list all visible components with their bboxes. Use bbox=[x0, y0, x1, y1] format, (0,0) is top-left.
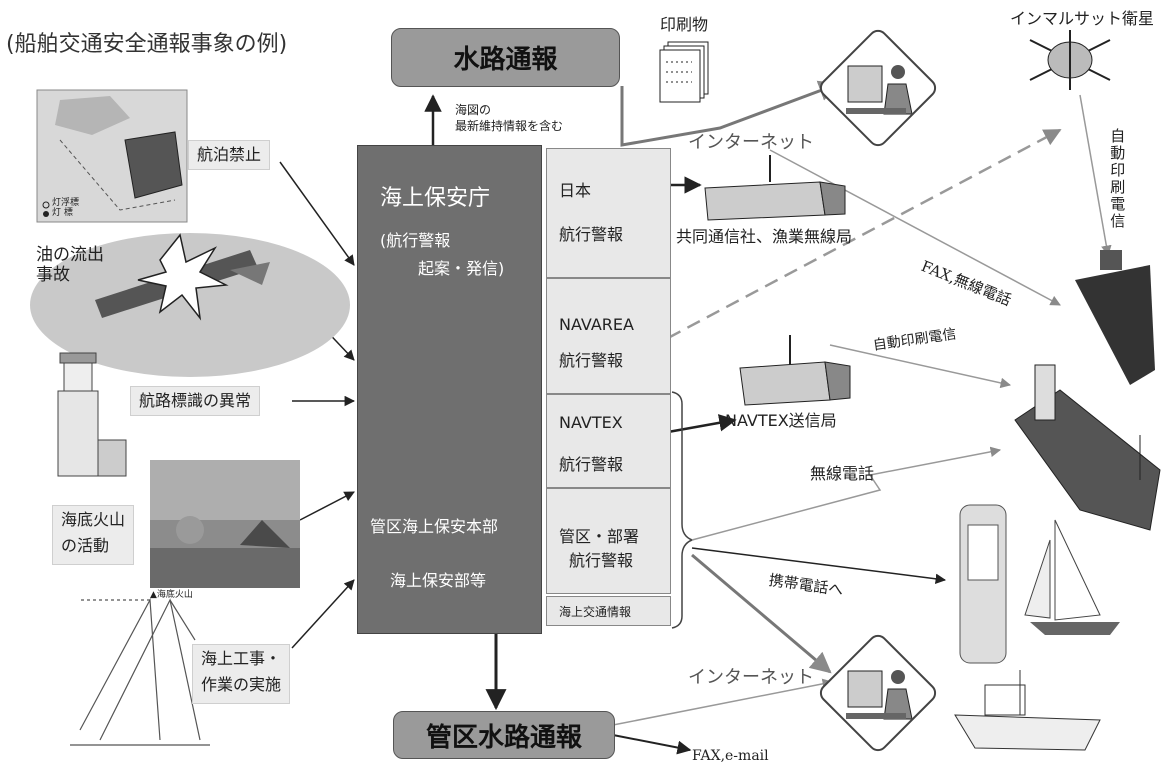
construction-image bbox=[70, 597, 210, 746]
line-internet-fax bbox=[769, 149, 1061, 306]
cargo-ship-image bbox=[1014, 364, 1161, 531]
line-station-ship bbox=[829, 344, 1012, 389]
internet-label-bottom: インターネット bbox=[688, 667, 814, 688]
notice-to-mariners-box: 水路通報 bbox=[391, 28, 620, 87]
navtex-station-label: NAVTEX送信局 bbox=[725, 411, 837, 430]
auto-telex-vertical-label: 自動印刷電信 bbox=[1108, 128, 1127, 230]
passenger-ship-image bbox=[1075, 250, 1155, 385]
event-label-construction-2: 作業の実施 bbox=[201, 675, 282, 694]
line-regional-internet bbox=[612, 678, 834, 726]
panel-navarea-warning: NAVAREA 航行警報 bbox=[546, 278, 671, 394]
arrow-construction bbox=[291, 579, 355, 649]
coast-guard-sub1: (航行警報 bbox=[380, 231, 451, 250]
coast-guard-box: 海上保安庁 (航行警報 起案・発信) 管区海上保安本部 海上保安部等 bbox=[357, 145, 542, 634]
arrow-navtex-station bbox=[667, 414, 737, 434]
panel-traffic-info: 海上交通情報 bbox=[546, 596, 671, 626]
sailboat-image bbox=[1024, 519, 1120, 635]
panel-navarea-1: NAVAREA bbox=[559, 315, 634, 334]
anchorage-map-image bbox=[36, 89, 188, 223]
panel-japan-1: 日本 bbox=[559, 181, 592, 200]
panel-navarea-2: 航行警報 bbox=[559, 351, 624, 370]
panel-regional-1: 管区・部署 bbox=[559, 527, 640, 546]
lighthouse-image bbox=[57, 352, 127, 477]
event-label-oil-2: 事故 bbox=[36, 265, 70, 285]
fax-email-label: FAX,e-mail bbox=[692, 748, 769, 764]
oil-spill-image bbox=[30, 233, 350, 377]
panel-navtex-warning: NAVTEX 航行警報 bbox=[546, 394, 671, 488]
panel-regional-warning: 管区・部署 航行警報 bbox=[546, 488, 671, 594]
map-label-buoy: 灯浮標 bbox=[52, 198, 80, 208]
event-label-anchorage: 航泊禁止 bbox=[188, 140, 271, 170]
internet-label-top: インターネット bbox=[688, 132, 814, 153]
coast-guard-sub2: 起案・発信) bbox=[418, 259, 505, 278]
computer-top-image bbox=[815, 25, 941, 151]
printed-matter-label: 印刷物 bbox=[660, 15, 709, 34]
panel-japan-warning: 日本 航行警報 bbox=[546, 148, 671, 278]
event-label-volcano-1: 海底火山 bbox=[61, 510, 126, 529]
panel-navtex-2: 航行警報 bbox=[559, 455, 624, 474]
event-label-volcano-2: の活動 bbox=[61, 536, 110, 555]
diagram-caption: (船舶交通安全通報事象の例) bbox=[6, 32, 288, 57]
computer-user-bottom-icon bbox=[846, 670, 913, 720]
panel-japan-2: 航行警報 bbox=[559, 225, 624, 244]
regional-notice-box: 管区水路通報 bbox=[393, 711, 615, 759]
inmarsat-label: インマルサット衛星 bbox=[1010, 9, 1155, 28]
map-label-beacon: 灯 標 bbox=[52, 208, 73, 218]
panel-traffic-label: 海上交通情報 bbox=[559, 605, 632, 619]
event-label-construction: 海上工事・ 作業の実施 bbox=[192, 644, 291, 704]
line-internet-bottom bbox=[691, 553, 832, 674]
event-label-construction-1: 海上工事・ bbox=[201, 649, 282, 668]
arrow-fax-email bbox=[612, 734, 692, 755]
arrow-volcano bbox=[299, 491, 355, 521]
navtex-station-icon bbox=[739, 335, 851, 406]
chart-note-2: 最新維持情報を含む bbox=[455, 119, 564, 133]
event-label-oil-1: 油の流出 bbox=[36, 245, 104, 265]
computer-user-top-icon bbox=[846, 65, 913, 115]
line-notice-internet bbox=[620, 80, 840, 147]
event-label-volcano: 海底火山 の活動 bbox=[52, 505, 135, 565]
mobile-phone-image bbox=[959, 504, 1007, 664]
coast-guard-office-label: 海上保安部等 bbox=[390, 571, 487, 590]
satellite-icon bbox=[1029, 30, 1111, 90]
kyodo-building-icon bbox=[704, 155, 846, 221]
line-radio-phone bbox=[691, 446, 1002, 541]
computer-bottom-image bbox=[815, 630, 941, 756]
line-navarea-inmarsat bbox=[667, 128, 1062, 340]
chart-note-1: 海図の bbox=[455, 103, 492, 117]
regional-hq-label: 管区海上保安本部 bbox=[370, 517, 499, 536]
coast-guard-title: 海上保安庁 bbox=[380, 186, 491, 211]
line-satellite-ship bbox=[1079, 94, 1112, 257]
event-label-lighthouse: 航路標識の異常 bbox=[130, 386, 261, 416]
panel-regional-2: 航行警報 bbox=[569, 551, 634, 570]
volcano-photo-caption: ▲海底火山 bbox=[150, 590, 193, 600]
printed-matter-icon bbox=[659, 41, 709, 103]
arrow-anchorage bbox=[279, 161, 355, 266]
volcano-photo bbox=[150, 460, 300, 588]
kyodo-label: 共同通信社、漁業無線局 bbox=[676, 227, 853, 246]
radio-phone-label: 無線電話 bbox=[810, 464, 875, 483]
fishing-boat-image bbox=[954, 670, 1101, 751]
panel-navtex-1: NAVTEX bbox=[559, 413, 623, 432]
arrow-mobile bbox=[691, 547, 947, 585]
